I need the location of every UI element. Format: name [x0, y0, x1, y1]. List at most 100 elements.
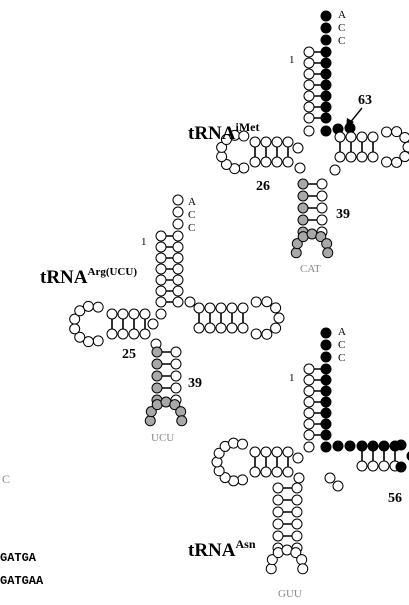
asn-ac-loop-nt [266, 554, 278, 566]
asn-t-loop-nt [395, 439, 407, 451]
imet-d-loop-nt [216, 141, 228, 153]
asn-dstem-bot-nt [282, 466, 294, 478]
imet-tstem-top-nt [345, 131, 357, 143]
asn-tstem-top-nt [378, 440, 390, 452]
arg-anticodon-right-nt [170, 346, 182, 358]
imet-t-loop-nt [391, 126, 403, 138]
asn-tstem-bot-nt [378, 460, 390, 472]
arg-tstem-top-nt [204, 302, 216, 314]
asn-title: tRNAAsn [188, 537, 256, 561]
imet-ac-loop-nt [322, 247, 334, 259]
asn-anticodon-right-nt [291, 494, 303, 506]
imet-dstem-bot-nt [271, 156, 283, 168]
asn-dstem-top-nt [282, 446, 294, 458]
arg-tail [172, 194, 184, 206]
arg-anticodon: UCU [151, 432, 174, 444]
imet-ac-loop-nt [290, 247, 302, 259]
imet-anticodon-right-nt [316, 190, 328, 202]
imet-dstem-bot-nt [282, 156, 294, 168]
asn-ac-loop-nt [296, 554, 308, 566]
imet-tail [320, 22, 332, 34]
arg-d-loop-nt [92, 301, 104, 313]
imet-tstem-bot-nt [345, 151, 357, 163]
arg-tstem-bot-nt [193, 322, 205, 334]
arg-dstem-top-nt [139, 308, 151, 320]
arg-acceptor-left-nt [155, 296, 167, 308]
arg-d-loop-nt [69, 323, 81, 335]
asn-d-loop-nt [219, 472, 231, 484]
asn-acceptor-left-nt [303, 374, 315, 386]
imet-title-superscript: iMet [236, 120, 260, 134]
arg-anticodon-left-nt [151, 370, 163, 382]
arg-end-a: A [188, 196, 196, 208]
arg-junction [184, 296, 196, 308]
asn-number-1: 1 [289, 372, 295, 384]
arg-acceptor-right-nt [172, 252, 184, 264]
imet-anticodon: CAT [300, 263, 321, 275]
imet-junction [303, 125, 315, 137]
imet-end-a: A [338, 9, 346, 21]
arg-acceptor-right-nt [172, 285, 184, 297]
imet-acceptor-right-nt [320, 46, 332, 58]
imet-dstem-bot-nt [260, 156, 272, 168]
asn-dstem-bot-nt [271, 466, 283, 478]
asn-anticodon-left-nt [272, 518, 284, 530]
imet-t-loop-nt [399, 151, 409, 163]
arg-acceptor-left-nt [155, 285, 167, 297]
asn-anticodon-left-nt [272, 530, 284, 542]
asn-d-loop-nt [228, 437, 240, 449]
asn-dstem-bot-nt [260, 466, 272, 478]
arg-junction [155, 308, 167, 320]
arg-tail [172, 206, 184, 218]
asn-acceptor-left-nt [303, 418, 315, 430]
imet-anticodon-right-nt [316, 202, 328, 214]
imet-anticodon-right-nt [316, 178, 328, 190]
asn-tail [320, 327, 332, 339]
asn-tstem-bot-nt [356, 460, 368, 472]
imet-anticodon-left-nt [297, 190, 309, 202]
arg-tstem-top-nt [193, 302, 205, 314]
imet-acceptor-left-nt [303, 68, 315, 80]
arg-number-25: 25 [122, 347, 136, 362]
imet-ac-loop-nt [321, 238, 333, 250]
imet-d-loop-nt [220, 158, 232, 170]
arg-d-loop-nt [92, 335, 104, 347]
arg-title-superscript: Arg(UCU) [88, 266, 138, 278]
asn-d-loop-nt [236, 438, 248, 450]
imet-tstem-bot-nt [334, 151, 346, 163]
arg-acceptor-right-nt [172, 230, 184, 242]
arg-anticodon-left-nt [151, 358, 163, 370]
arg-dstem-top-nt [106, 308, 118, 320]
asn-dstem-top-nt [260, 446, 272, 458]
arg-ac-loop-nt [145, 406, 157, 418]
imet-ac-loop-nt [291, 238, 303, 250]
arg-dstem-bot-nt [139, 328, 151, 340]
asn-junction [320, 441, 332, 453]
arg-ac-loop-nt [176, 415, 188, 427]
asn-title-superscript: Asn [236, 537, 256, 551]
imet-acceptor-right-nt [320, 79, 332, 91]
imet-end-c1: C [338, 22, 345, 34]
asn-ac-loop-nt [290, 547, 302, 559]
asn-acceptor-right-nt [320, 407, 332, 419]
imet-title: tRNAiMet [188, 120, 259, 144]
asn-acceptor-left-nt [303, 429, 315, 441]
arg-number-1: 1 [141, 236, 147, 248]
arg-t-loop-nt [250, 296, 262, 308]
imet-acceptor-left-nt [303, 57, 315, 69]
arg-tstem-bot-nt [215, 322, 227, 334]
arg-dstem-bot-nt [128, 328, 140, 340]
imet-tstem-top-nt [367, 131, 379, 143]
arg-t-loop-nt [250, 328, 262, 340]
imet-end-c2: C [338, 35, 345, 47]
imet-number-39: 39 [336, 207, 350, 222]
asn-dstem-top-nt [249, 446, 261, 458]
imet-acceptor-right-nt [320, 90, 332, 102]
asn-junction [324, 472, 336, 484]
arg-d-loop-nt [74, 331, 86, 343]
arg-acceptor-right-nt [172, 296, 184, 308]
arg-tstem-bot-nt [226, 322, 238, 334]
arg-anticodon-left-nt [151, 382, 163, 394]
asn-d-loop-nt [236, 474, 248, 486]
asn-anticodon-left-nt [272, 494, 284, 506]
